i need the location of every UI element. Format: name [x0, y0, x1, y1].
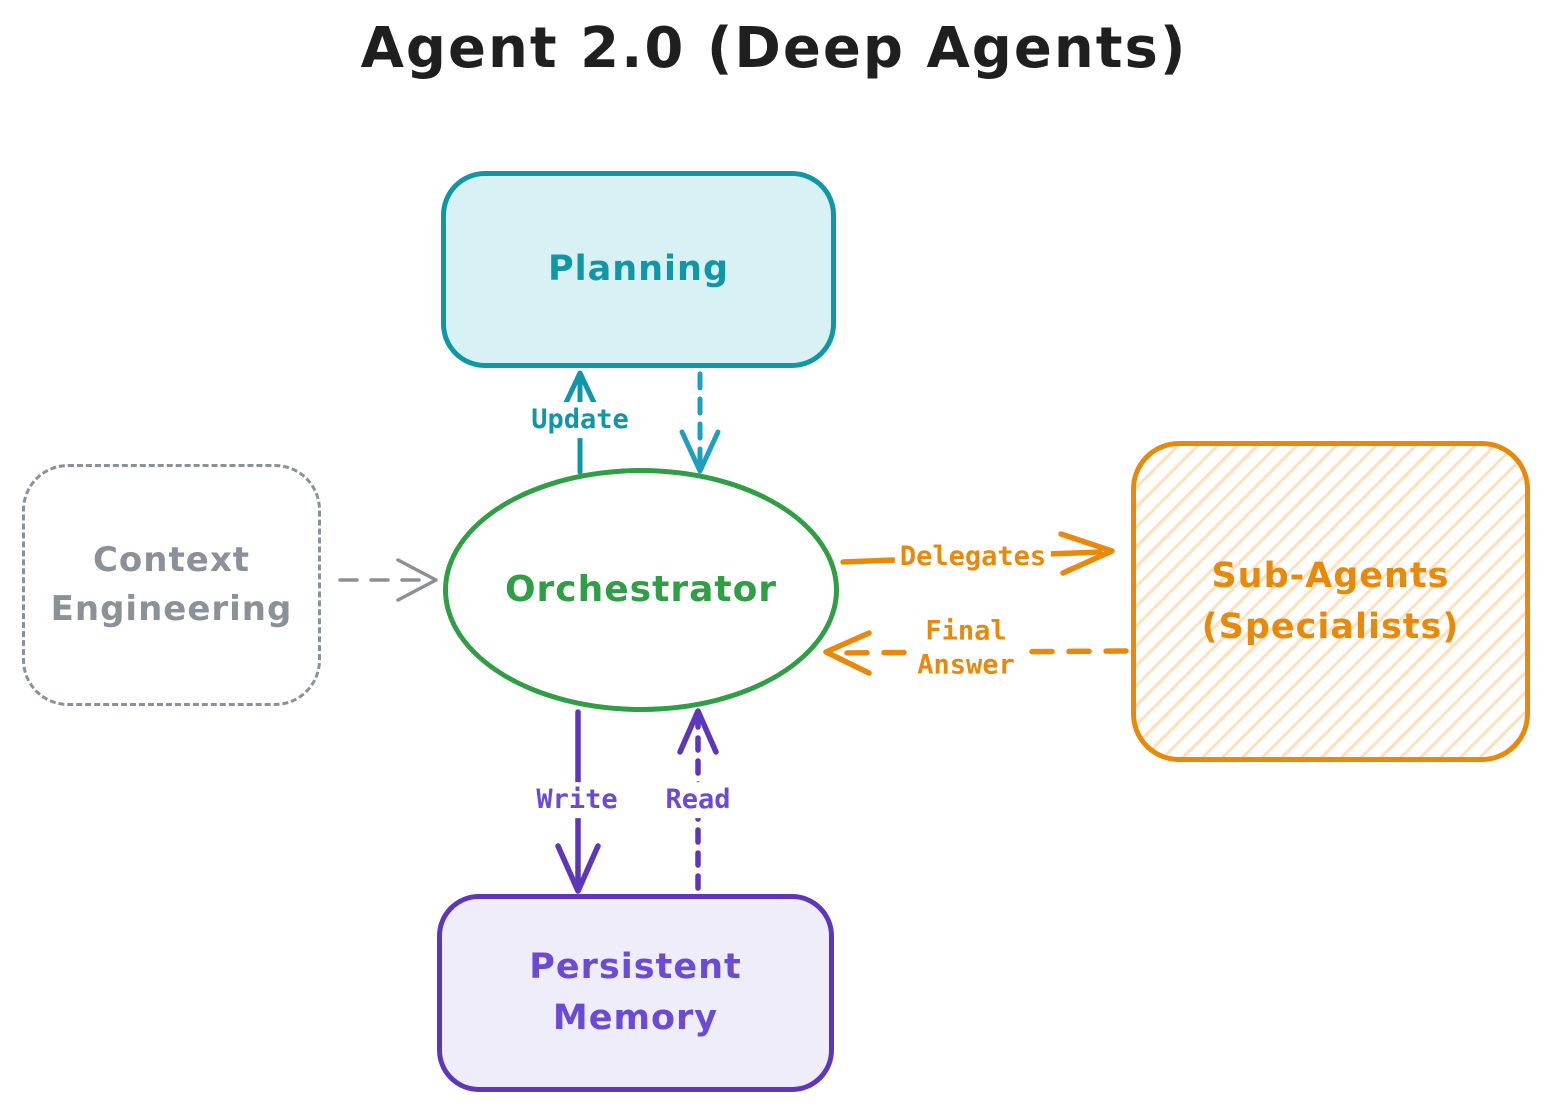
sub-agents-label: Sub-Agents (Specialists): [1202, 551, 1460, 653]
sub-agents-node: Sub-Agents (Specialists): [1131, 441, 1530, 762]
context-engineering-label-line-1: Context: [92, 539, 250, 580]
write-arrow-head: [555, 843, 601, 894]
delegates-arrow-head: [1058, 531, 1115, 576]
final-answer-arrow-label: Final Answer: [912, 613, 1020, 683]
final-answer-arrow-label-line-1: Final: [925, 615, 1007, 647]
persistent-memory-label: Persistent Memory: [529, 942, 741, 1044]
update-arrow-head: [561, 370, 599, 410]
persistent-memory-node: Persistent Memory: [437, 894, 834, 1092]
sub-agents-label-line-1: Sub-Agents: [1211, 555, 1450, 596]
diagram-title: Agent 2.0 (Deep Agents): [360, 16, 1188, 81]
context-engineering-node: Context Engineering: [22, 464, 321, 706]
final-answer-arrow-line: [835, 648, 1129, 656]
final-answer-arrow-head: [823, 630, 872, 676]
read-arrow-label: Read: [660, 782, 736, 818]
planning-label: Planning: [547, 249, 730, 290]
context-to-orchestrator-arrow-head: [396, 558, 438, 602]
read-arrow-head: [677, 708, 719, 755]
write-arrow-label: Write: [531, 782, 623, 818]
persistent-memory-label-line-1: Persistent: [529, 947, 742, 988]
persistent-memory-label-line-2: Memory: [552, 998, 719, 1038]
context-engineering-label-line-2: Engineering: [50, 589, 293, 629]
delegates-arrow-label: Delegates: [894, 539, 1052, 575]
sub-agents-label-line-2: (Specialists): [1201, 606, 1460, 647]
planning-to-orchestrator-arrow-head: [679, 429, 721, 474]
final-answer-arrow-label-line-2: Answer: [917, 649, 1015, 680]
orchestrator-node: Orchestrator: [443, 468, 839, 712]
context-engineering-label: Context Engineering: [51, 536, 293, 635]
orchestrator-label: Orchestrator: [504, 568, 778, 610]
update-arrow-label: Update: [526, 402, 634, 438]
planning-node: Planning: [441, 171, 836, 368]
